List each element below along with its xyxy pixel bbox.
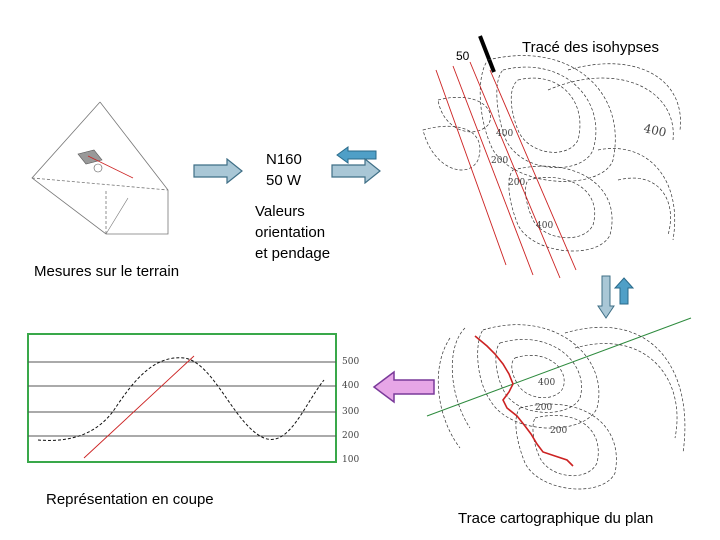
- label-trace: Trace cartographique du plan: [458, 510, 654, 527]
- vertical-double-arrow-icon: [597, 275, 635, 319]
- terrain-block-diagram: [28, 98, 178, 238]
- arrow-right-icon: [193, 158, 243, 184]
- map-label: 200: [508, 178, 525, 188]
- label-coupe: Représentation en coupe: [46, 491, 214, 508]
- profile-label: 100: [342, 455, 359, 465]
- profile-label: 500: [342, 357, 359, 367]
- profile-label: 300: [342, 407, 359, 417]
- label-terrain: Mesures sur le terrain: [34, 263, 180, 280]
- cross-section-profile: 500 400 300 200 100: [24, 330, 370, 470]
- trace-map-label: 400: [538, 378, 555, 388]
- arrow-left-small-icon: [336, 146, 377, 164]
- compass-value: 50: [456, 49, 470, 63]
- label-values-1: Valeurs: [255, 203, 305, 220]
- label-values-3: et pendage: [255, 245, 331, 262]
- isohypse-map: 50 400 200 200 400 400: [418, 30, 688, 280]
- map-label: 400: [496, 129, 513, 139]
- trace-map-label: 200: [535, 403, 552, 413]
- measure-orientation: N160: [266, 151, 302, 168]
- label-values-2: orientation: [255, 224, 326, 241]
- title-isohypses: Tracé des isohypses: [522, 39, 660, 56]
- arrow-right-2-icon: [331, 158, 381, 184]
- map-label: 400: [642, 121, 667, 139]
- measure-pendage: 50 W: [266, 172, 302, 189]
- trace-map: 400 200 200: [425, 288, 695, 508]
- trace-map-label: 200: [550, 426, 567, 436]
- map-label: 400: [536, 221, 553, 231]
- profile-label: 200: [342, 431, 359, 441]
- arrow-left-pink-icon: [372, 370, 435, 404]
- map-label: 200: [491, 156, 508, 166]
- profile-label: 400: [342, 381, 359, 391]
